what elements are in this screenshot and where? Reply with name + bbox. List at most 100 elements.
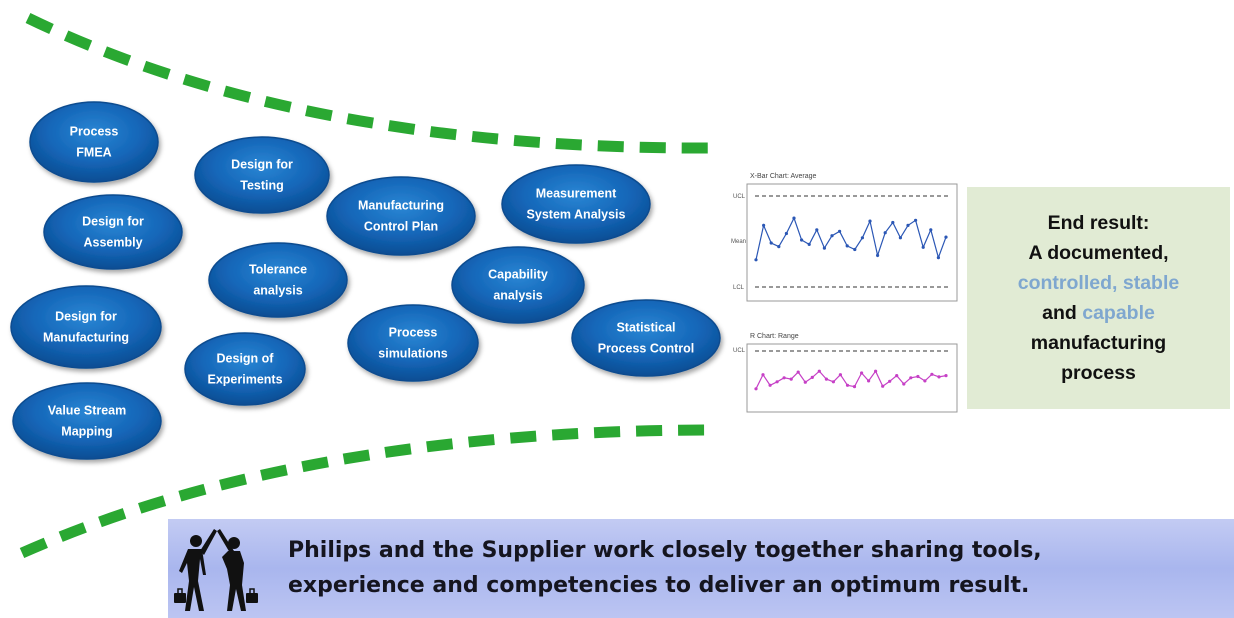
tool-ellipse-label: Assembly xyxy=(83,236,142,250)
control-chart-point xyxy=(803,380,807,384)
control-chart-point xyxy=(874,369,878,373)
tool-ellipse-label: Process Control xyxy=(598,342,695,356)
banner-line-1: Philips and the Supplier work closely to… xyxy=(288,538,1042,563)
control-chart-point xyxy=(895,374,899,378)
control-chart-point xyxy=(822,246,827,250)
control-chart-point xyxy=(853,247,857,252)
tool-ellipse-label: Manufacturing xyxy=(358,199,444,213)
tool-ellipse-shape xyxy=(10,285,162,369)
control-chart-point xyxy=(769,241,773,245)
control-chart-point xyxy=(936,256,941,260)
control-chart-point xyxy=(762,223,766,227)
end-result-line-capable: and capable xyxy=(1042,298,1155,328)
control-chart-point xyxy=(923,379,927,383)
tool-ellipse-label: FMEA xyxy=(76,146,111,160)
control-chart-point xyxy=(916,374,920,379)
average-control-chart: X-Bar Chart: Average UCL Mean LCL xyxy=(731,173,958,302)
collaboration-banner: Philips and the Supplier work closely to… xyxy=(168,519,1234,618)
range-chart-ucl-label: UCL xyxy=(733,348,746,354)
control-chart-point xyxy=(898,236,903,240)
tool-ellipse-label: Design for xyxy=(82,215,144,229)
tool-ellipse-label: Design of xyxy=(217,352,275,366)
tool-ellipse-shape xyxy=(12,382,162,460)
tool-ellipse-label: Statistical xyxy=(616,321,675,335)
tool-ellipse-label: Mapping xyxy=(61,425,112,439)
end-result-line-manufacturing: manufacturing xyxy=(1030,332,1167,354)
average-chart-mean-label: Mean xyxy=(731,239,746,245)
average-chart-lcl-label: LCL xyxy=(733,285,745,291)
end-result-heading: End result: xyxy=(1047,212,1150,234)
tool-ellipse-shape xyxy=(501,164,651,244)
control-chart-point xyxy=(860,236,865,240)
funnel-top-edge xyxy=(25,13,716,154)
range-control-chart: R Chart: Range UCL xyxy=(733,333,958,413)
range-chart-series xyxy=(754,369,948,391)
range-chart-frame xyxy=(746,343,958,413)
tool-ellipse-label: Capability xyxy=(488,268,548,282)
control-chart-point xyxy=(937,375,941,379)
control-chart-point xyxy=(881,384,885,388)
control-chart-point xyxy=(888,379,892,383)
control-chart-point xyxy=(782,376,786,380)
average-chart-series xyxy=(754,216,948,262)
control-chart-point xyxy=(860,371,864,375)
end-result-line-documented: A documented, xyxy=(1028,242,1169,264)
tool-ellipse-label: Manufacturing xyxy=(43,331,129,345)
control-chart-point xyxy=(891,220,895,225)
end-result-line-process: process xyxy=(1061,362,1136,384)
control-chart-point xyxy=(754,387,758,391)
banner-line-2: experience and competencies to deliver a… xyxy=(288,573,1030,598)
control-chart-point xyxy=(944,235,948,239)
end-result-line-controlled: controlled, stable xyxy=(1018,268,1179,298)
control-chart-point xyxy=(789,377,793,381)
control-chart-point xyxy=(906,223,910,227)
control-chart-point xyxy=(909,376,913,380)
tool-ellipse-label: Design for xyxy=(231,158,293,172)
tool-ellipse-shape xyxy=(451,246,585,324)
range-chart-title: R Chart: Range xyxy=(750,333,799,340)
control-chart-point xyxy=(830,234,834,238)
tool-ellipse-label: simulations xyxy=(378,347,448,361)
control-chart-point xyxy=(777,245,781,249)
control-chart-point xyxy=(784,231,789,236)
end-result-and-word: and xyxy=(1042,302,1077,324)
control-chart-point xyxy=(868,219,872,223)
average-chart-ucl-label: UCL xyxy=(733,194,746,200)
control-chart-point xyxy=(883,231,887,235)
control-chart-point xyxy=(921,245,925,249)
control-chart-point xyxy=(902,382,906,386)
control-chart-point xyxy=(807,242,811,246)
control-chart-point xyxy=(930,372,934,376)
control-chart-point xyxy=(796,370,800,374)
control-chart-point xyxy=(944,374,948,378)
end-result-capable-word: capable xyxy=(1082,302,1155,324)
banner-message: Philips and the Supplier work closely to… xyxy=(288,533,1228,603)
tool-ellipse: Process simulations xyxy=(347,304,479,382)
control-chart-point xyxy=(800,238,804,242)
control-chart-point xyxy=(792,216,796,220)
control-chart-line xyxy=(755,370,947,390)
tool-ellipse-label: Process xyxy=(389,326,438,340)
tool-ellipse-label: Value Stream xyxy=(48,404,127,418)
tool-ellipse-label: System Analysis xyxy=(527,208,626,222)
tool-ellipse-shape xyxy=(194,136,330,214)
tool-ellipse-label: Process xyxy=(70,125,119,139)
control-chart-point xyxy=(914,218,918,222)
control-chart-point xyxy=(867,379,871,383)
control-chart-point xyxy=(815,228,819,232)
end-result-controlled-word: controlled, xyxy=(1017,272,1118,294)
control-chart-point xyxy=(817,369,821,373)
funnel-bottom-edge xyxy=(19,424,716,559)
tool-ellipse-label: Design for xyxy=(55,310,117,324)
control-chart-point xyxy=(831,380,836,384)
tool-ellipse-label: Testing xyxy=(240,179,284,193)
end-result-box: End result: A documented, controlled, st… xyxy=(967,187,1230,409)
control-chart-point xyxy=(761,373,765,377)
